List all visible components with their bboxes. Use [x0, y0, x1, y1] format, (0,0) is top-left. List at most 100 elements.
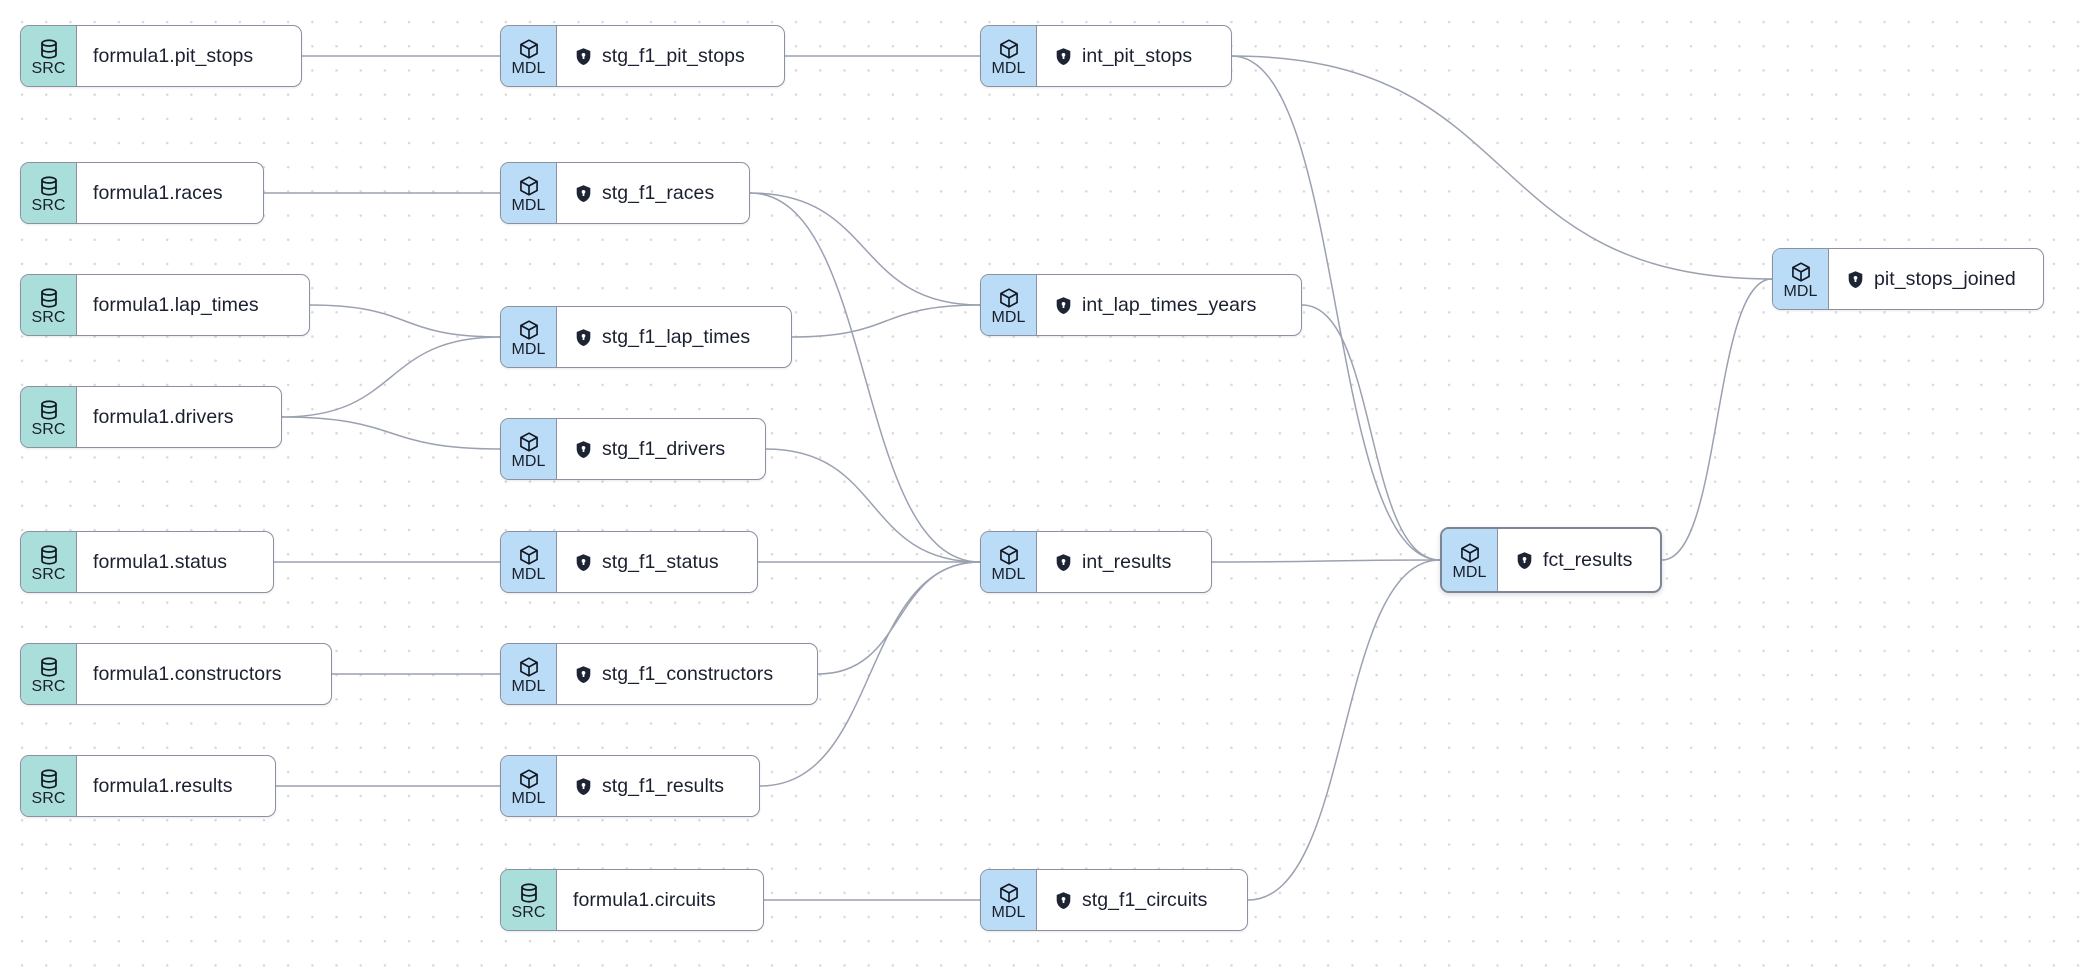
shield-lock-icon	[1515, 551, 1534, 570]
graph-node-stg_drivers[interactable]: MDL stg_f1_drivers	[500, 418, 766, 480]
node-label: formula1.races	[93, 181, 223, 204]
cube-icon	[998, 544, 1020, 566]
cube-icon	[518, 768, 540, 790]
node-label: formula1.circuits	[573, 888, 716, 911]
node-badge-label: MDL	[511, 452, 546, 470]
graph-node-stg_constructors[interactable]: MDL stg_f1_constructors	[500, 643, 818, 705]
database-icon	[38, 399, 60, 421]
graph-node-stg_lap_times[interactable]: MDL stg_f1_lap_times	[500, 306, 792, 368]
node-badge-mdl: MDL	[981, 26, 1037, 86]
node-badge-label: MDL	[511, 677, 546, 695]
edge-src_drivers-to-stg_lap_times	[281, 336, 501, 418]
edge-int_results-to-fct_results	[1211, 559, 1441, 563]
database-icon	[38, 38, 60, 60]
shield-lock-icon	[574, 665, 593, 684]
shield-lock-icon	[574, 777, 593, 796]
node-body: int_lap_times_years	[1037, 275, 1301, 335]
node-body: fct_results	[1498, 529, 1660, 591]
node-badge-src: SRC	[21, 275, 77, 335]
graph-node-int_lap_times_years[interactable]: MDL int_lap_times_years	[980, 274, 1302, 336]
shield-lock-icon	[1054, 296, 1073, 315]
graph-node-src_races[interactable]: SRC formula1.races	[20, 162, 264, 224]
cube-icon	[998, 882, 1020, 904]
node-label: formula1.drivers	[93, 405, 234, 428]
edge-stg_races-to-int_lap_times_years	[749, 192, 981, 306]
node-label: stg_f1_constructors	[602, 662, 774, 685]
node-body: int_results	[1037, 532, 1211, 592]
node-badge-src: SRC	[21, 387, 77, 447]
graph-node-src_status[interactable]: SRC formula1.status	[20, 531, 274, 593]
shield-lock-icon	[574, 553, 593, 572]
node-badge-label: MDL	[1783, 282, 1818, 300]
edge-fct_results-to-pit_stops_joined	[1661, 278, 1773, 561]
node-label: stg_f1_races	[602, 181, 715, 204]
node-body: formula1.constructors	[77, 644, 331, 704]
edge-src_drivers-to-stg_drivers	[281, 416, 501, 450]
node-badge-label: MDL	[511, 340, 546, 358]
node-badge-mdl: MDL	[981, 275, 1037, 335]
node-badge-label: MDL	[991, 903, 1026, 921]
node-badge-mdl: MDL	[501, 419, 557, 479]
graph-node-src_drivers[interactable]: SRC formula1.drivers	[20, 386, 282, 448]
graph-node-src_circuits[interactable]: SRC formula1.circuits	[500, 869, 764, 931]
node-badge-mdl: MDL	[501, 756, 557, 816]
database-icon	[38, 544, 60, 566]
shield-lock-icon	[574, 184, 593, 203]
node-badge-label: MDL	[991, 308, 1026, 326]
node-body: formula1.lap_times	[77, 275, 309, 335]
shield-lock-icon	[1054, 891, 1073, 910]
node-badge-label: SRC	[31, 59, 66, 77]
database-icon	[38, 768, 60, 790]
node-badge-label: MDL	[991, 59, 1026, 77]
node-badge-src: SRC	[501, 870, 557, 930]
node-badge-src: SRC	[21, 756, 77, 816]
node-body: formula1.circuits	[557, 870, 763, 930]
node-badge-src: SRC	[21, 644, 77, 704]
shield-lock-icon	[574, 440, 593, 459]
node-label: stg_f1_lap_times	[602, 325, 751, 348]
shield-lock-icon	[1054, 553, 1073, 572]
edge-src_lap_times-to-stg_lap_times	[309, 304, 501, 338]
node-badge-mdl: MDL	[981, 532, 1037, 592]
edge-stg_circuits-to-fct_results	[1247, 559, 1441, 901]
node-body: formula1.status	[77, 532, 273, 592]
node-badge-label: MDL	[511, 565, 546, 583]
node-badge-src: SRC	[21, 532, 77, 592]
node-body: stg_f1_constructors	[557, 644, 817, 704]
node-label: formula1.lap_times	[93, 293, 259, 316]
edge-stg_races-to-int_results	[749, 192, 981, 563]
database-icon	[38, 175, 60, 197]
cube-icon	[518, 319, 540, 341]
shield-lock-icon	[574, 47, 593, 66]
edge-stg_drivers-to-int_results	[765, 448, 981, 563]
node-label: stg_f1_pit_stops	[602, 44, 745, 67]
cube-icon	[1459, 542, 1481, 564]
node-badge-label: SRC	[31, 420, 66, 438]
node-badge-mdl: MDL	[501, 163, 557, 223]
graph-node-stg_races[interactable]: MDL stg_f1_races	[500, 162, 750, 224]
node-badge-label: MDL	[511, 789, 546, 807]
node-body: stg_f1_lap_times	[557, 307, 791, 367]
cube-icon	[998, 38, 1020, 60]
node-badge-label: MDL	[1452, 563, 1487, 581]
cube-icon	[518, 544, 540, 566]
node-badge-src: SRC	[21, 163, 77, 223]
cube-icon	[998, 287, 1020, 309]
node-badge-label: SRC	[31, 789, 66, 807]
node-label: formula1.status	[93, 550, 228, 573]
node-body: stg_f1_drivers	[557, 419, 765, 479]
graph-node-fct_results[interactable]: MDL fct_results	[1440, 527, 1662, 593]
graph-node-src_lap_times[interactable]: SRC formula1.lap_times	[20, 274, 310, 336]
node-badge-src: SRC	[21, 26, 77, 86]
